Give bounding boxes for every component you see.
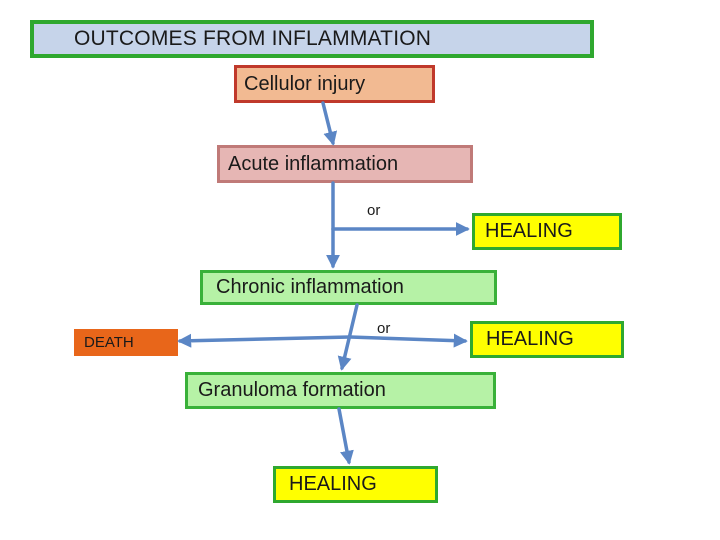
arrow-granuloma-to-healing — [337, 407, 354, 465]
chronic-inflammation-label: Chronic inflammation — [216, 276, 404, 298]
arrow-chronic-to-healing — [348, 333, 468, 348]
arrow-chronic-to-death — [177, 333, 352, 348]
acute-inflammation-label: Acute inflammation — [228, 152, 399, 175]
title-box: OUTCOMES FROM INFLAMMATION — [30, 20, 594, 58]
granuloma-formation-node: Granuloma formation — [185, 372, 496, 409]
acute-inflammation-node: Acute inflammation — [217, 145, 473, 183]
arrow-cellular-to-acute — [321, 101, 338, 146]
healing-node-1: HEALING — [472, 213, 622, 250]
healing-node-3: HEALING — [273, 466, 438, 503]
cellular-injury-label: Cellulor injury — [244, 72, 366, 95]
healing-label-2: HEALING — [486, 328, 574, 350]
diagram-title: OUTCOMES FROM INFLAMMATION — [74, 27, 432, 50]
or-label-1: or — [367, 202, 381, 219]
healing-node-2: HEALING — [470, 321, 624, 358]
healing-label-1: HEALING — [485, 220, 573, 242]
healing-label-3: HEALING — [289, 473, 377, 495]
or-label-2: or — [377, 320, 391, 337]
death-label: DEATH — [84, 334, 134, 351]
cellular-injury-node: Cellulor injury — [234, 65, 435, 103]
chronic-inflammation-node: Chronic inflammation — [200, 270, 497, 305]
death-node: DEATH — [74, 329, 178, 356]
granuloma-formation-label: Granuloma formation — [198, 379, 386, 401]
